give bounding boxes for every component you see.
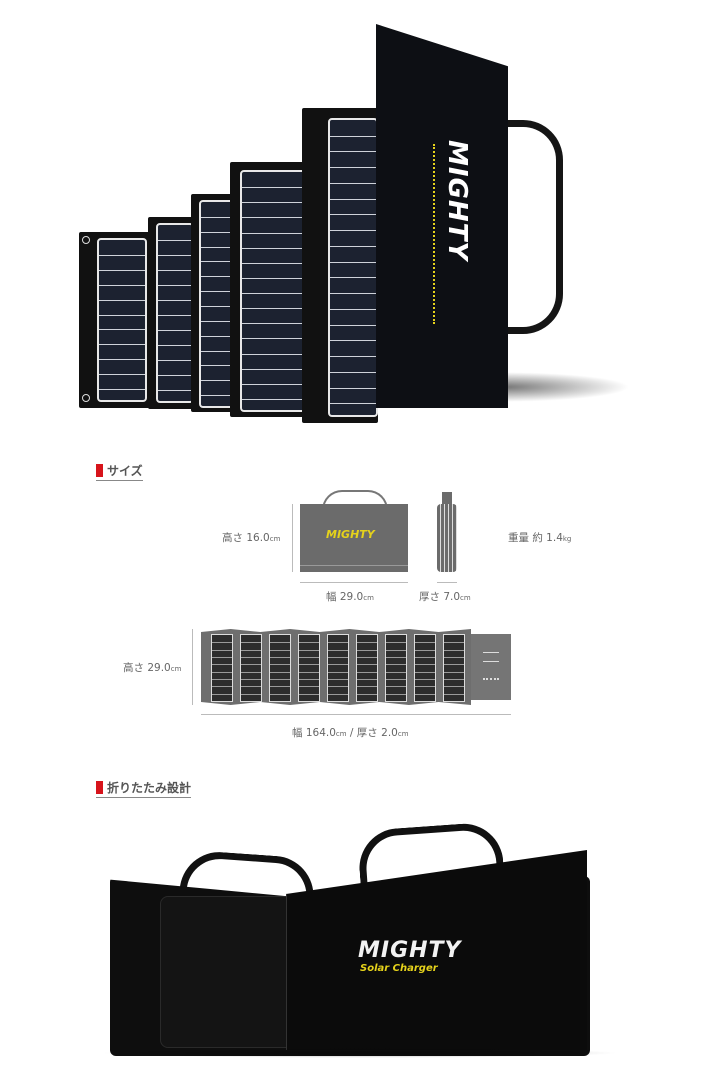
solar-panel-5: [302, 108, 378, 423]
weight-label: 重量 約 1.4kg: [508, 532, 572, 544]
grommet-icon: [82, 236, 90, 244]
brand-logo-vertical: MIGHTY: [442, 140, 472, 262]
dimension-line: [201, 714, 511, 715]
bag-flap: [160, 896, 302, 1048]
heading-marker: [96, 781, 103, 794]
folded-cover: [376, 24, 508, 408]
folded-height-label: 高さ 16.0cm: [222, 532, 281, 544]
section-heading-folding: 折りたたみ設計: [96, 779, 192, 798]
controller-pocket: [471, 634, 511, 700]
brand-logo-accent: [433, 144, 437, 324]
heading-marker: [96, 464, 103, 477]
solar-panel-2: [148, 217, 194, 409]
dimension-line: [192, 629, 193, 705]
drop-shadow: [100, 1048, 620, 1058]
brand-logo: MIGHTY: [326, 528, 375, 541]
dimension-line: [292, 504, 293, 572]
unfolded-panel-strip: [201, 629, 511, 705]
dimension-line: [300, 582, 408, 583]
grommet-icon: [82, 394, 90, 402]
drop-shadow: [500, 372, 630, 402]
folded-width-label: 幅 29.0cm: [326, 591, 374, 603]
brand-logo: MIGHTY: [358, 938, 462, 963]
dimension-line: [437, 582, 457, 583]
brand-logo-sub: Solar Charger: [360, 963, 438, 974]
solar-panel-3: [191, 194, 235, 412]
section-heading-size: サイズ: [96, 462, 143, 481]
folded-side-view-top: [442, 492, 452, 504]
unfolded-height-label: 高さ 29.0cm: [123, 662, 182, 674]
carry-handle: [500, 120, 563, 334]
solar-panel-4: [230, 162, 306, 417]
folded-bag-image: MIGHTY Solar Charger: [80, 810, 640, 1070]
hero-product-image: MIGHTY: [60, 20, 660, 423]
folded-side-view: [437, 504, 457, 572]
folded-front-view: MIGHTY: [300, 504, 408, 572]
unfolded-size-label: 幅 164.0cm / 厚さ 2.0cm: [292, 727, 409, 739]
solar-panel-1: [79, 232, 151, 408]
folded-thickness-label: 厚さ 7.0cm: [419, 591, 471, 603]
